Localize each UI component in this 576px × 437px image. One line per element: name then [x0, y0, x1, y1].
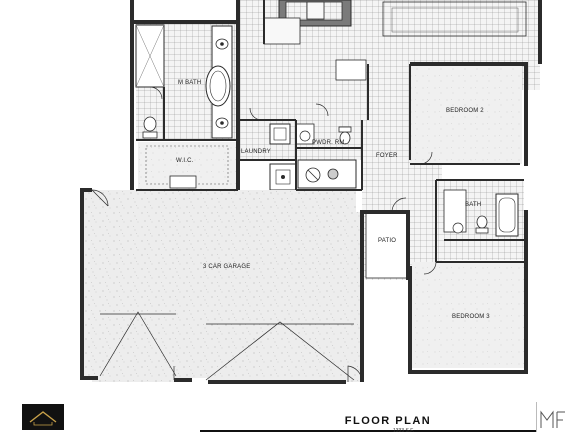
page-title: FLOOR PLAN	[344, 415, 432, 427]
patio-floor	[365, 211, 409, 279]
secondary-toilet-icon	[476, 215, 488, 229]
interior-walls	[136, 0, 524, 263]
title-underline	[200, 430, 576, 432]
square-footage: 1333 S.F.	[393, 428, 415, 434]
room-label-bedroom3: BEDROOM 3	[452, 314, 490, 320]
washer-icon	[269, 123, 291, 145]
room-label-pwdr: PWDR. RM.	[312, 140, 347, 146]
toilet-icon	[143, 116, 157, 132]
secondary-sink-icon	[452, 222, 464, 234]
secondary-tub-icon	[495, 193, 519, 237]
garage-floor	[82, 190, 362, 382]
room-label-m-bath: M BATH	[178, 80, 201, 86]
bedroom3-floor	[412, 262, 524, 368]
bathtub-icon	[205, 65, 231, 107]
room-label-bedroom2: BEDROOM 2	[446, 108, 484, 114]
doors	[91, 86, 437, 382]
room-label-patio: PATIO	[378, 238, 396, 244]
builder-logo-icon	[22, 404, 64, 430]
bedroom2-floor	[410, 64, 522, 164]
designer-logo-icon	[536, 402, 576, 432]
title-block: FLOOR PLAN	[200, 412, 576, 432]
exterior-walls	[80, 0, 542, 384]
room-label-garage: 3 CAR GARAGE	[203, 264, 250, 270]
room-label-laundry: LAUNDRY	[241, 149, 271, 155]
floor-plan: M BATH W.I.C. LAUNDRY PWDR. RM. FOYER BE…	[80, 0, 542, 384]
room-label-wic: W.I.C.	[176, 158, 194, 164]
room-label-bath: BATH	[465, 202, 481, 208]
room-label-foyer: FOYER	[376, 153, 398, 159]
